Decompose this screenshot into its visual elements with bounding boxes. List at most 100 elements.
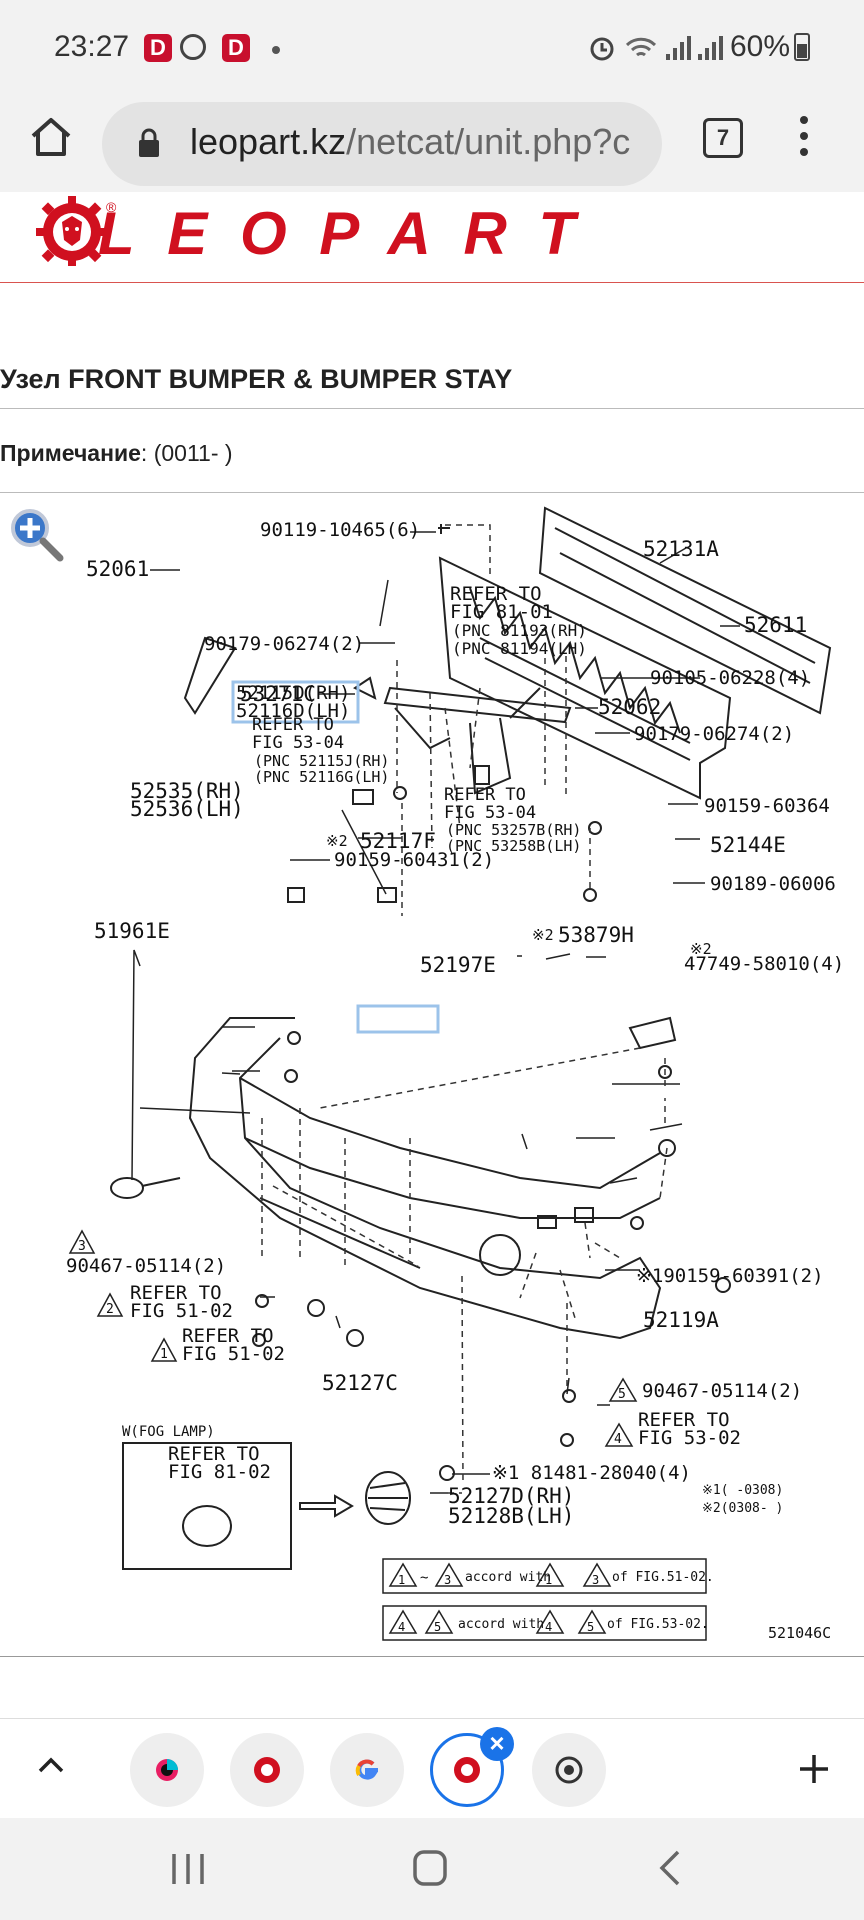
- plus-icon[interactable]: [798, 1753, 830, 1785]
- header-divider: [0, 282, 864, 283]
- back-nav-icon[interactable]: [658, 1848, 682, 1888]
- legend-mark: 3: [444, 1573, 451, 1587]
- close-tab-icon[interactable]: ×: [480, 1727, 514, 1761]
- part-label: 52131A: [643, 537, 719, 561]
- part-label: 52061: [86, 557, 149, 581]
- more-notifications-dot: [272, 46, 280, 54]
- part-label: ※2: [326, 832, 348, 850]
- google-icon: [355, 1759, 378, 1780]
- part-label: 52127C: [322, 1371, 398, 1395]
- parts-diagram[interactable]: 90119-10465(6) 52131A 52061 52115D(RH) 5…: [0, 498, 864, 1654]
- home-nav-icon[interactable]: [412, 1848, 448, 1888]
- part-label: FIG 81-02: [168, 1461, 271, 1483]
- part-label: 52127D(RH): [448, 1484, 574, 1508]
- part-label: REFER TO: [252, 715, 334, 735]
- part-label: 52535(RH): [130, 779, 244, 803]
- address-bar[interactable]: leopart.kz/netcat/unit.php?c: [102, 102, 662, 186]
- part-label: 90159-60364: [704, 795, 830, 817]
- part-label: 3: [78, 1239, 86, 1254]
- legend-text: accord with: [458, 1617, 544, 1632]
- chevron-up-icon[interactable]: [36, 1755, 66, 1775]
- part-label: 90189-06006: [710, 873, 836, 895]
- part-label: 52144E: [710, 833, 786, 857]
- page-title: Узел FRONT BUMPER & BUMPER STAY: [0, 364, 513, 394]
- color-app-icon: [156, 1759, 178, 1781]
- leopart-favicon-icon: [454, 1757, 480, 1783]
- part-label: 52128B(LH): [448, 1504, 574, 1528]
- lock-icon: [139, 128, 159, 157]
- part-label: 47749-58010(4): [684, 953, 844, 975]
- part-label: 5: [618, 1387, 626, 1402]
- part-label: 53271C: [240, 682, 316, 706]
- signal-icon: [698, 36, 723, 60]
- part-label: (PNC 53257B(RH): [446, 821, 581, 839]
- part-label: 51961E: [94, 919, 170, 943]
- status-time: 23:27: [54, 30, 130, 63]
- part-label: FIG 53-02: [638, 1427, 741, 1449]
- part-label: 90467-05114(2): [642, 1380, 802, 1402]
- zoom-in-icon[interactable]: [8, 506, 68, 566]
- legend-mark: 5: [587, 1620, 594, 1634]
- legend-mark: ~: [420, 1570, 428, 1586]
- chrome-icon: [555, 1756, 583, 1784]
- tab-thumbnail[interactable]: [330, 1733, 404, 1807]
- part-label: 52197E: [420, 953, 496, 977]
- part-label: FIG 53-04: [444, 803, 536, 823]
- legend-text: of FIG.53-02.: [607, 1617, 709, 1632]
- tab-thumbnail[interactable]: [130, 1733, 204, 1807]
- alarm-icon: [590, 37, 614, 61]
- part-label: ※1( -0308): [702, 1483, 783, 1498]
- part-label: FIG 51-02: [182, 1343, 285, 1365]
- tab-strip: ×: [0, 1718, 864, 1819]
- part-label: 52116D(LH): [236, 700, 350, 722]
- legend-mark: 1: [545, 1573, 552, 1587]
- registered-mark: ®: [106, 199, 117, 215]
- legend-text: accord with: [465, 1570, 551, 1585]
- home-icon[interactable]: [28, 114, 74, 160]
- part-label: ※190159-60391(2): [636, 1265, 824, 1287]
- part-label: REFER TO: [444, 785, 526, 805]
- part-label: FIG 81-01: [450, 601, 553, 623]
- part-label: (PNC 53258B(LH): [446, 837, 581, 855]
- lion-gear-icon: [36, 196, 108, 266]
- logo-text: LEOPART: [98, 200, 579, 266]
- part-label: W(FOG LAMP): [122, 1424, 215, 1440]
- note-label: Примечание: [0, 440, 141, 466]
- notification-app-icon: D: [222, 34, 250, 62]
- site-logo[interactable]: LEOPART ®: [36, 196, 596, 266]
- system-nav-bar: [0, 1818, 864, 1920]
- part-label: 90159-60431(2): [334, 849, 494, 871]
- battery-icon: [794, 33, 810, 61]
- part-label: 52115D(RH): [236, 682, 350, 704]
- legend-text: of FIG.51-02.: [612, 1570, 714, 1585]
- part-label: ※2: [532, 926, 554, 944]
- diagram-code: 521046C: [768, 1624, 831, 1642]
- kebab-menu-icon[interactable]: [800, 116, 810, 160]
- legend-mark: 5: [434, 1620, 441, 1634]
- browser-toolbar: leopart.kz/netcat/unit.php?c 7: [0, 96, 864, 192]
- tab-thumbnail[interactable]: [230, 1733, 304, 1807]
- tab-switcher-button[interactable]: 7: [703, 118, 743, 158]
- recent-apps-icon[interactable]: [170, 1852, 206, 1886]
- legend-mark: 3: [592, 1573, 599, 1587]
- part-label: REFER TO: [182, 1325, 274, 1347]
- part-label: (PNC 52115J(RH): [254, 752, 389, 770]
- part-label: 52119A: [643, 1308, 719, 1332]
- part-label: FIG 51-02: [130, 1300, 233, 1322]
- tab-thumbnail[interactable]: [532, 1733, 606, 1807]
- part-label: REFER TO: [130, 1282, 222, 1304]
- url-path: /netcat/unit.php?c: [346, 121, 631, 162]
- part-label: REFER TO: [168, 1443, 260, 1465]
- notification-app-icon: D: [144, 34, 172, 62]
- part-label: ※1 81481-28040(4): [492, 1462, 691, 1484]
- divider: [0, 1656, 864, 1657]
- part-label: 90119-10465(6): [260, 519, 420, 541]
- note-value: : (0011- ): [140, 440, 233, 466]
- status-bar: 23:27 D D 60%: [0, 0, 864, 96]
- whatsapp-icon: [180, 34, 206, 60]
- part-label: 90179-06274(2): [634, 723, 794, 745]
- signal-icon: [666, 36, 691, 60]
- part-label: (PNC 81193(RH): [452, 621, 587, 640]
- note-line: Примечание: (0011- ): [0, 440, 233, 467]
- url-host: leopart.kz: [190, 121, 347, 162]
